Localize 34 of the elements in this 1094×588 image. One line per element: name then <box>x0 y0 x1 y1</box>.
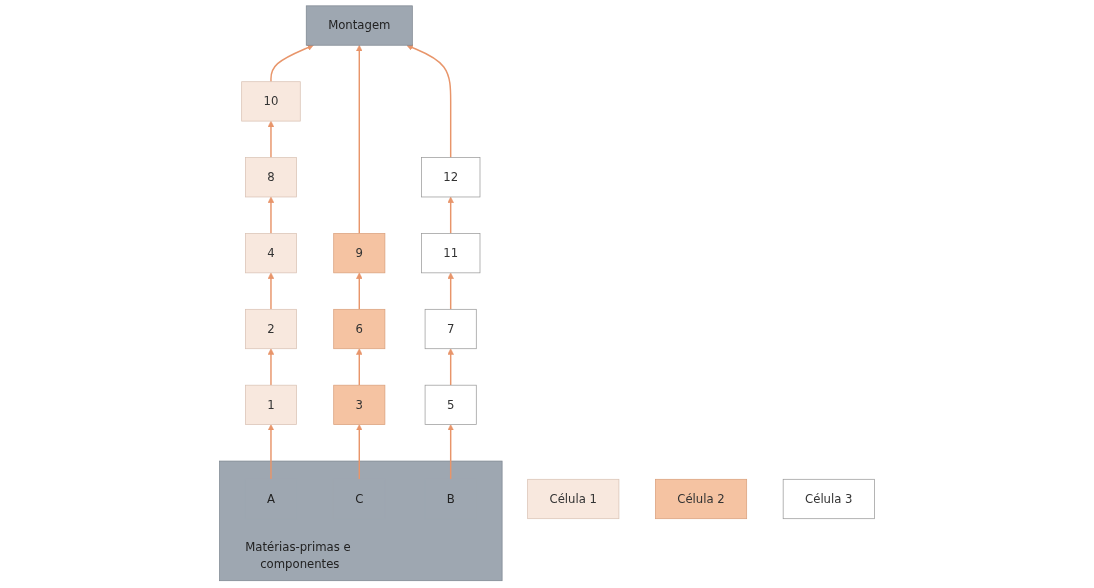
arrow <box>356 348 363 386</box>
node-box: Célula 2 <box>655 478 748 520</box>
node-box: 6 <box>333 308 386 350</box>
arrow <box>267 424 275 481</box>
arrow <box>267 348 275 386</box>
arrow <box>447 348 454 386</box>
node-text: A <box>266 491 275 506</box>
arrow <box>267 272 275 311</box>
node-box: Célula 1 <box>527 478 620 520</box>
node-box: 4 <box>245 233 297 274</box>
node-box: 10 <box>241 81 301 122</box>
arrow <box>270 44 314 83</box>
node-box: Montagem <box>305 5 413 46</box>
node-text: B <box>446 491 455 506</box>
node-box: 3 <box>333 384 386 425</box>
node-box: 2 <box>245 308 297 350</box>
arrow <box>356 272 363 311</box>
node-box: 11 <box>421 233 481 274</box>
node-box: 5 <box>424 384 477 425</box>
arrow <box>356 424 363 481</box>
arrow <box>447 272 454 311</box>
arrow <box>267 196 275 235</box>
node-box: 1 <box>245 384 297 425</box>
arrow <box>356 44 363 235</box>
arrow <box>447 196 454 235</box>
arrow <box>447 424 454 481</box>
arrow <box>406 44 452 159</box>
node-box: 7 <box>424 308 477 350</box>
node-box: Célula 3 <box>782 478 875 520</box>
arrow <box>267 120 275 159</box>
node-box: 12 <box>421 157 481 198</box>
node-box: 8 <box>245 157 297 198</box>
node-text: C <box>355 491 364 506</box>
node-box: 9 <box>333 233 386 274</box>
